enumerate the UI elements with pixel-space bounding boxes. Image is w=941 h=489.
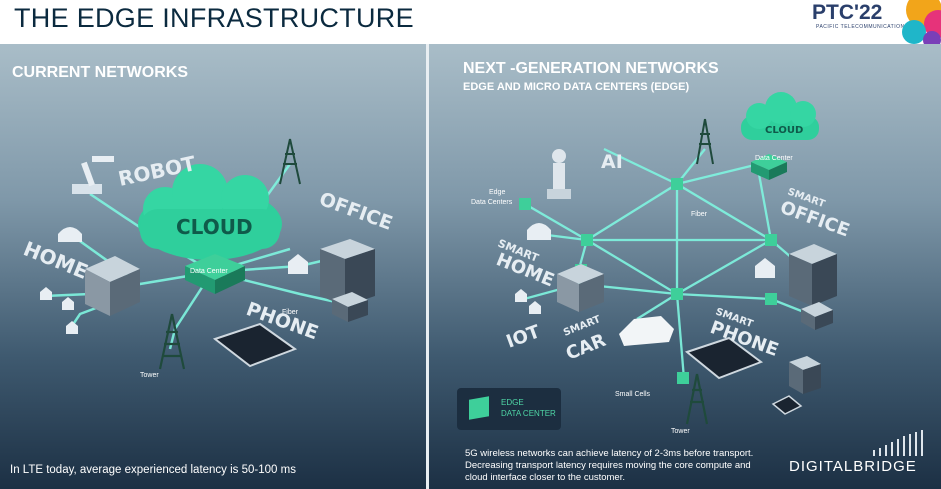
data-center-label: Data Center [190,268,228,275]
edge-nodes [519,178,777,384]
edge-node [671,288,683,300]
conference-logo: PTC'22 [812,1,883,24]
digitalbridge-logo: DIGITALBRIDGE [789,458,917,475]
house-icon [288,254,308,274]
link-right [676,292,772,301]
brand-bars-icon [873,430,923,456]
edge-node [677,372,689,384]
link-office-dc [757,173,773,241]
edge-mesh-links [523,147,810,380]
panel-divider [426,44,429,489]
cloud-label: CLOUD [176,215,253,239]
slide-header: THE EDGE INFRASTRUCTURE PTC'22 PACIFIC T… [0,0,941,44]
ai-robot-icon [547,149,571,199]
antenna-icon [279,138,301,185]
shed-icon [58,227,82,242]
edge-node [765,293,777,305]
link-to-ai [603,147,678,186]
robot-icon [72,156,114,194]
edge-node [519,198,531,210]
edge-data-center-legend: EDGE DATA CENTER [457,388,561,430]
fiber-label: Fiber [691,211,708,218]
small-houses-icon [515,289,541,314]
ai-label: AI [601,151,623,173]
warehouse-icon [332,292,368,322]
cell-tower-icon [158,313,186,370]
edge-data-centers-label-1: Edge [489,189,505,196]
logo-shape-cyan [902,20,926,44]
slide-title: THE EDGE INFRASTRUCTURE [14,3,414,33]
home-building-icon [557,264,604,312]
smart-phone-icon [684,336,764,380]
antenna-icon [696,118,714,165]
smart-car-icon [619,316,674,346]
current-networks-panel: CURRENT NETWORKS [0,44,426,489]
logo-shape-purple [923,31,941,44]
legend-line-2: DATA CENTER [501,409,556,418]
fiber-label: Fiber [282,309,299,316]
edge-node [671,178,683,190]
home-label: HOME [20,236,91,283]
next-gen-subtitle: EDGE AND MICRO DATA CENTERS (EDGE) [463,81,690,93]
tower-label: Tower [671,428,690,435]
home-building-icon [85,256,140,316]
shed-icon [527,223,551,240]
current-networks-title: CURRENT NETWORKS [12,64,188,81]
warehouse-icon [801,302,833,330]
cloud-label: CLOUD [765,125,803,136]
phone-icon [212,322,298,368]
data-center-label: Data Center [755,155,793,162]
edge-data-centers-label-2: Data Centers [471,199,513,206]
right-caption: 5G wireless networks can achieve latency… [465,448,754,483]
next-gen-title: NEXT -GENERATION NETWORKS [463,60,719,77]
small-houses-icon [40,287,78,334]
small-cells-label: Small Cells [615,391,651,398]
house-icon [755,258,775,278]
tablet-icon [771,395,803,415]
office-label: OFFICE [316,188,395,235]
logo-shape-magenta [924,10,941,38]
iot-label: IOT [504,321,544,353]
legend-line-1: EDGE [501,398,524,407]
office-building-icon [789,244,837,306]
tower-label: Tower [140,372,159,379]
link-mesh-outer [524,182,774,296]
cloud-icon [138,164,282,260]
conference-logo-graphic [902,0,941,44]
left-caption: In LTE today, average experienced latenc… [10,464,296,476]
parking-building-icon [789,356,821,394]
office-building-icon [320,239,375,306]
edge-data-center-icon [469,396,489,420]
link-to-dc [676,162,760,186]
edge-node [581,234,593,246]
cloud-icon [741,92,819,140]
conference-subtitle: PACIFIC TELECOMMUNICATIONS COUNCIL [816,24,937,30]
edge-node [765,234,777,246]
link-small-cell [675,293,686,380]
current-networks-diagram: CLOUD Data Center ROBOT [20,138,395,379]
cell-tower-icon [685,373,709,425]
data-center-icon [751,154,787,180]
link-car [636,293,678,320]
data-center-icon [185,254,245,294]
next-gen-networks-panel: NEXT -GENERATION NETWORKS EDGE AND MICRO… [429,44,941,489]
next-gen-networks-diagram: CLOUD Data Center AI Edge Data Centers [471,92,923,456]
